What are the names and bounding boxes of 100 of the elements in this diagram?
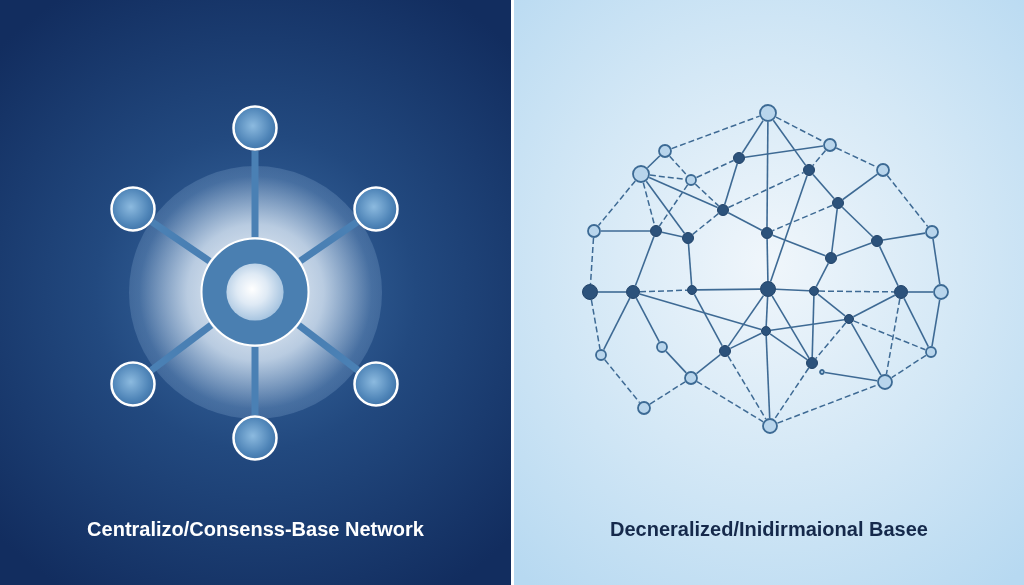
link-line [831,208,838,253]
dashed-link-line [885,298,901,375]
dashed-link-line [642,181,656,226]
link-line [931,299,941,347]
dashed-link-line [776,384,879,424]
network-node [650,225,662,237]
network-node [925,225,939,239]
network-node [684,371,698,385]
link-line [841,206,874,238]
network-node [353,186,399,232]
link-line [695,353,722,375]
network-node [759,104,777,122]
dashed-link-line [818,290,895,293]
network-node [876,163,890,177]
link-line [769,174,808,283]
network-node [685,174,697,186]
connector-line [251,151,259,237]
dashed-link-line [691,212,720,236]
network-node [825,252,837,264]
network-node [353,361,399,407]
link-line [852,294,896,318]
connector-line [296,322,360,373]
link-line [687,243,693,286]
network-node [719,345,731,357]
dashed-link-line [649,174,686,181]
network-node [894,285,908,299]
link-line [727,294,765,347]
network-node [809,286,819,296]
network-node [110,186,156,232]
network-node [687,285,697,295]
link-line [769,333,808,361]
network-node [582,284,598,300]
link-line [727,212,763,231]
link-line [882,232,926,241]
link-line [766,121,769,228]
link-line [835,242,873,257]
link-line [771,295,810,359]
network-node [844,314,854,324]
link-line [696,288,761,291]
link-line [811,295,815,358]
link-line [648,176,719,209]
link-line [765,296,769,327]
network-node [717,204,729,216]
network-node [925,346,937,358]
dashed-link-line [694,183,720,207]
network-node [632,165,650,183]
network-node [819,369,825,375]
dashed-link-line [604,358,641,404]
link-line [600,230,651,232]
network-node [877,374,893,390]
dashed-link-line [597,180,637,227]
link-line [878,245,899,287]
dashed-link-line [852,320,927,351]
link-line [729,332,763,350]
link-line [907,291,934,293]
link-line [635,297,660,343]
dashed-link-line [886,174,929,228]
network-node [232,105,278,151]
link-line [771,234,827,257]
network-node [762,418,778,434]
dashed-link-line [727,355,767,420]
link-line [744,145,824,158]
connector-line [298,219,359,264]
link-line [775,288,810,292]
dashed-link-line [668,155,688,177]
link-line [932,238,941,285]
link-line [815,262,830,288]
hub-node [200,237,310,347]
network-node [823,138,837,152]
dashed-link-line [658,184,689,227]
dashed-link-line [771,204,834,232]
diagram-panel [514,0,1024,585]
link-line [724,162,738,206]
dashed-link-line [695,159,735,179]
caption-text: Centralizo/Consenss-Base Network [87,518,424,540]
link-line [766,238,769,282]
dashed-link-line [890,354,927,379]
network-node [760,281,776,297]
network-node [110,361,156,407]
network-node [803,164,815,176]
dashed-link-line [670,115,761,150]
connector-line [149,322,214,373]
network-node [761,326,771,336]
network-node [658,144,672,158]
network-node [682,232,694,244]
link-line [765,335,771,419]
caption-text: Decneralized/Inidirmaional Basee [610,518,928,540]
link-line [602,297,631,351]
link-line [638,293,762,331]
link-line [634,235,655,287]
link-line [770,318,845,332]
link-line [645,180,686,234]
dashed-link-line [812,149,827,167]
connector-line [251,347,259,415]
network-node [806,357,818,369]
network-node [733,152,745,164]
link-line [824,371,878,382]
network-node [637,401,651,415]
link-line [772,119,807,166]
network-node [587,224,601,238]
